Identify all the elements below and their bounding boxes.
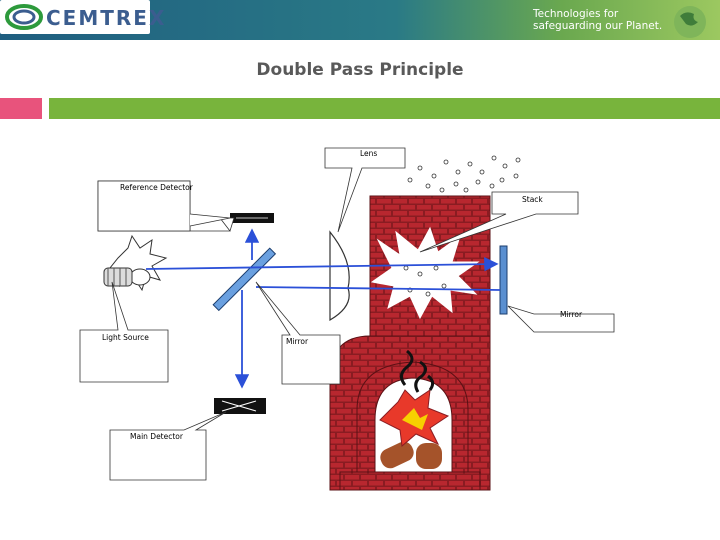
label-mirror-center: Mirror <box>286 337 309 346</box>
tagline-line-1: Technologies for <box>533 8 619 20</box>
mirror-right <box>499 245 508 315</box>
callout-mirror-center: Mirror <box>255 281 341 385</box>
lens <box>329 230 350 322</box>
mirror-center <box>212 247 277 312</box>
tagline-line-2: safeguarding our Planet. <box>533 20 663 32</box>
label-reference-detector: Reference Detector <box>120 183 194 192</box>
callout-main-detector: Main Detector <box>109 411 227 481</box>
smoke-burst <box>370 226 480 320</box>
cemtrex-logo-icon <box>5 4 43 30</box>
callout-mirror-right: Mirror <box>507 305 615 333</box>
fire-logs <box>379 349 450 469</box>
tagline: Technologies for safeguarding our Planet… <box>533 8 662 32</box>
light-bulb-icon <box>103 267 151 287</box>
brand-name: CEMTREX <box>46 6 167 30</box>
header-background <box>0 0 720 40</box>
label-light-source: Light Source <box>102 333 149 342</box>
light-beams <box>145 228 501 389</box>
label-mirror-right: Mirror <box>560 310 583 319</box>
main-detector <box>214 398 266 414</box>
callout-stack: Stack <box>419 191 579 253</box>
accent-bar-pink <box>0 98 42 119</box>
logo: CEMTREX <box>0 0 164 34</box>
accent-bar-green <box>49 98 720 119</box>
label-stack: Stack <box>522 195 543 204</box>
callout-light-source: Light Source <box>79 281 169 383</box>
label-main-detector: Main Detector <box>130 432 184 441</box>
particles <box>403 155 521 297</box>
callout-lens: Lens <box>324 147 406 233</box>
label-lens: Lens <box>360 149 377 158</box>
reference-detector <box>230 213 274 223</box>
smoke-curls <box>400 349 435 393</box>
slide-title: Double Pass Principle <box>256 60 464 80</box>
header-banner: CEMTREX Technologies for safeguarding ou… <box>0 0 720 40</box>
callout-reference-detector: Reference Detector <box>97 180 235 232</box>
